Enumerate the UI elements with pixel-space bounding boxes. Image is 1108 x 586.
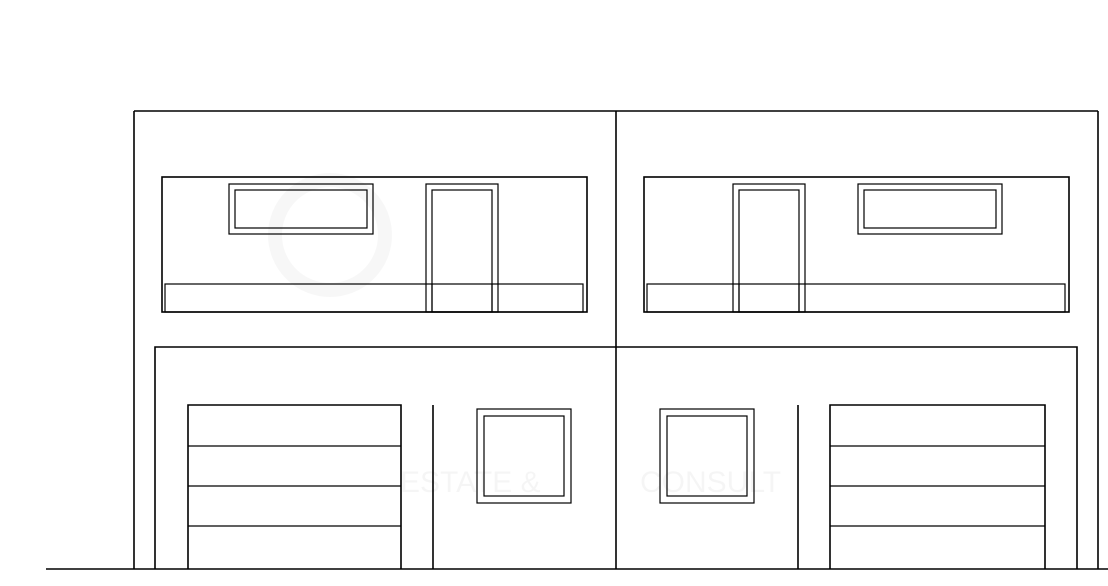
left-door-glass xyxy=(431,189,493,313)
left-garage-door xyxy=(187,404,402,569)
right-glass-balustrade xyxy=(646,283,1066,313)
right-door-glass xyxy=(738,189,800,313)
left-window-frame xyxy=(228,183,374,235)
right-balcony-recess xyxy=(643,176,1070,313)
watermark-logo-ring xyxy=(275,180,385,290)
left-door-frame xyxy=(425,183,499,313)
left-entrance-window xyxy=(476,408,572,504)
right-square-window-glass xyxy=(666,415,748,497)
left-garage-frame xyxy=(187,404,402,569)
ground-floor-outline xyxy=(154,346,1078,569)
right-square-window-frame xyxy=(659,408,755,504)
building-outline xyxy=(133,110,1099,569)
right-garage-door xyxy=(829,404,1046,569)
right-entrance-window xyxy=(659,408,755,504)
watermark-text-left: ESTATE & xyxy=(400,466,541,499)
left-unit-upper xyxy=(161,176,588,313)
right-window-glass xyxy=(863,189,997,229)
left-square-window-glass xyxy=(483,415,565,497)
left-window-glass xyxy=(234,189,368,229)
left-square-window-frame xyxy=(476,408,572,504)
right-door-frame xyxy=(732,183,806,313)
right-garage-frame xyxy=(829,404,1046,569)
watermark-text-right: CONSULT xyxy=(640,466,781,499)
right-window-frame xyxy=(857,183,1003,235)
right-unit-upper xyxy=(643,176,1070,313)
left-glass-balustrade xyxy=(164,283,584,313)
ground-floor-frame xyxy=(154,346,1078,569)
